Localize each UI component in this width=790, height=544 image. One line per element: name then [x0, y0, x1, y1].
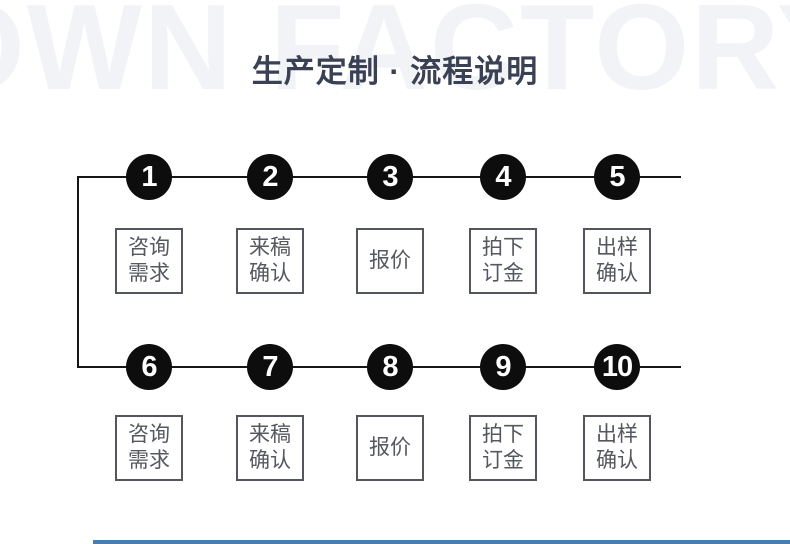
step-label-line: 订金 [482, 449, 524, 472]
step-box-10: 出样确认 [583, 415, 651, 481]
step-label-line: 来稿 [249, 423, 291, 446]
step-circle-2: 2 [247, 154, 293, 200]
step-label-line: 拍下 [482, 423, 524, 446]
step-circle-10: 10 [594, 344, 640, 390]
bottom-accent-bar [93, 540, 790, 544]
step-label-line: 报价 [369, 249, 411, 272]
step-circle-7: 7 [247, 344, 293, 390]
left-connector-line [77, 176, 79, 368]
step-label-line: 确认 [596, 449, 638, 472]
step-box-8: 报价 [356, 415, 424, 481]
page-title: 生产定制 · 流程说明 [251, 54, 539, 89]
step-label-line: 报价 [369, 436, 411, 459]
step-circle-5: 5 [594, 154, 640, 200]
step-box-4: 拍下订金 [469, 228, 537, 294]
step-label-line: 确认 [249, 449, 291, 472]
step-label-line: 来稿 [249, 236, 291, 259]
step-circle-1: 1 [126, 154, 172, 200]
step-label-line: 拍下 [482, 236, 524, 259]
step-box-2: 来稿确认 [236, 228, 304, 294]
step-box-1: 咨询需求 [115, 228, 183, 294]
step-label-line: 出样 [596, 423, 638, 446]
step-label-line: 咨询 [128, 236, 170, 259]
step-box-9: 拍下订金 [469, 415, 537, 481]
step-box-6: 咨询需求 [115, 415, 183, 481]
step-circle-4: 4 [480, 154, 526, 200]
step-box-5: 出样确认 [583, 228, 651, 294]
step-label-line: 咨询 [128, 423, 170, 446]
step-label-line: 订金 [482, 262, 524, 285]
step-label-line: 需求 [128, 449, 170, 472]
step-label-line: 确认 [596, 262, 638, 285]
step-box-7: 来稿确认 [236, 415, 304, 481]
step-label-line: 需求 [128, 262, 170, 285]
step-circle-6: 6 [126, 344, 172, 390]
step-circle-8: 8 [367, 344, 413, 390]
step-label-line: 确认 [249, 262, 291, 285]
background-watermark: OWN FACTORY [0, 0, 790, 115]
step-label-line: 出样 [596, 236, 638, 259]
step-box-3: 报价 [356, 228, 424, 294]
step-circle-9: 9 [480, 344, 526, 390]
step-circle-3: 3 [367, 154, 413, 200]
